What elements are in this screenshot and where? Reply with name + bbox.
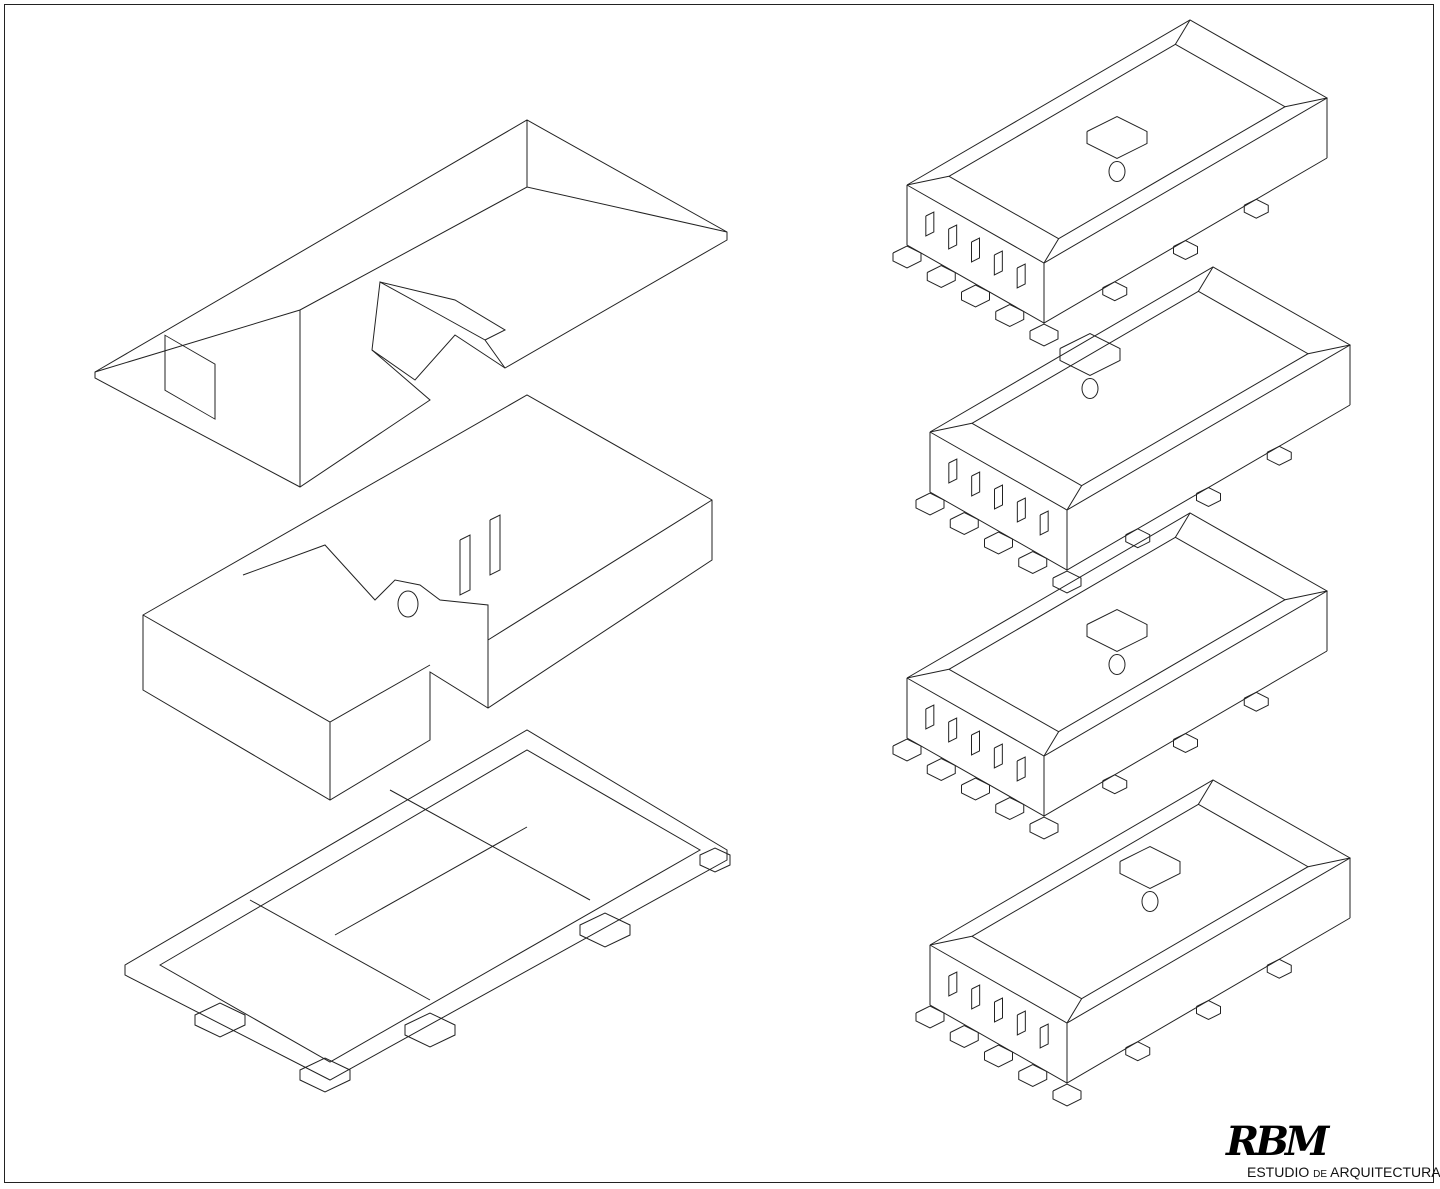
logo-subtitle-word: ARQUITECTURA xyxy=(1330,1164,1440,1180)
axonometric-view xyxy=(892,19,1329,347)
axonometric-view xyxy=(892,512,1329,840)
exploded-roof xyxy=(94,119,728,488)
axonometric-views xyxy=(892,19,1352,1107)
drawing-frame xyxy=(4,4,1434,1183)
exploded-foundation xyxy=(124,729,731,1093)
logo-subtitle-word: ESTUDIO xyxy=(1247,1164,1310,1180)
axonometric-view xyxy=(915,266,1352,594)
logo-mark: RBM xyxy=(1226,1118,1329,1165)
exploded-walls xyxy=(142,334,713,801)
logo-subtitle-word: DE xyxy=(1313,1169,1328,1180)
logo-subtitle: ESTUDIO DE ARQUITECTURA xyxy=(1247,1164,1440,1180)
studio-logo: RBM ESTUDIO DE ARQUITECTURA xyxy=(1222,1118,1440,1181)
axonometric-view xyxy=(915,779,1352,1107)
